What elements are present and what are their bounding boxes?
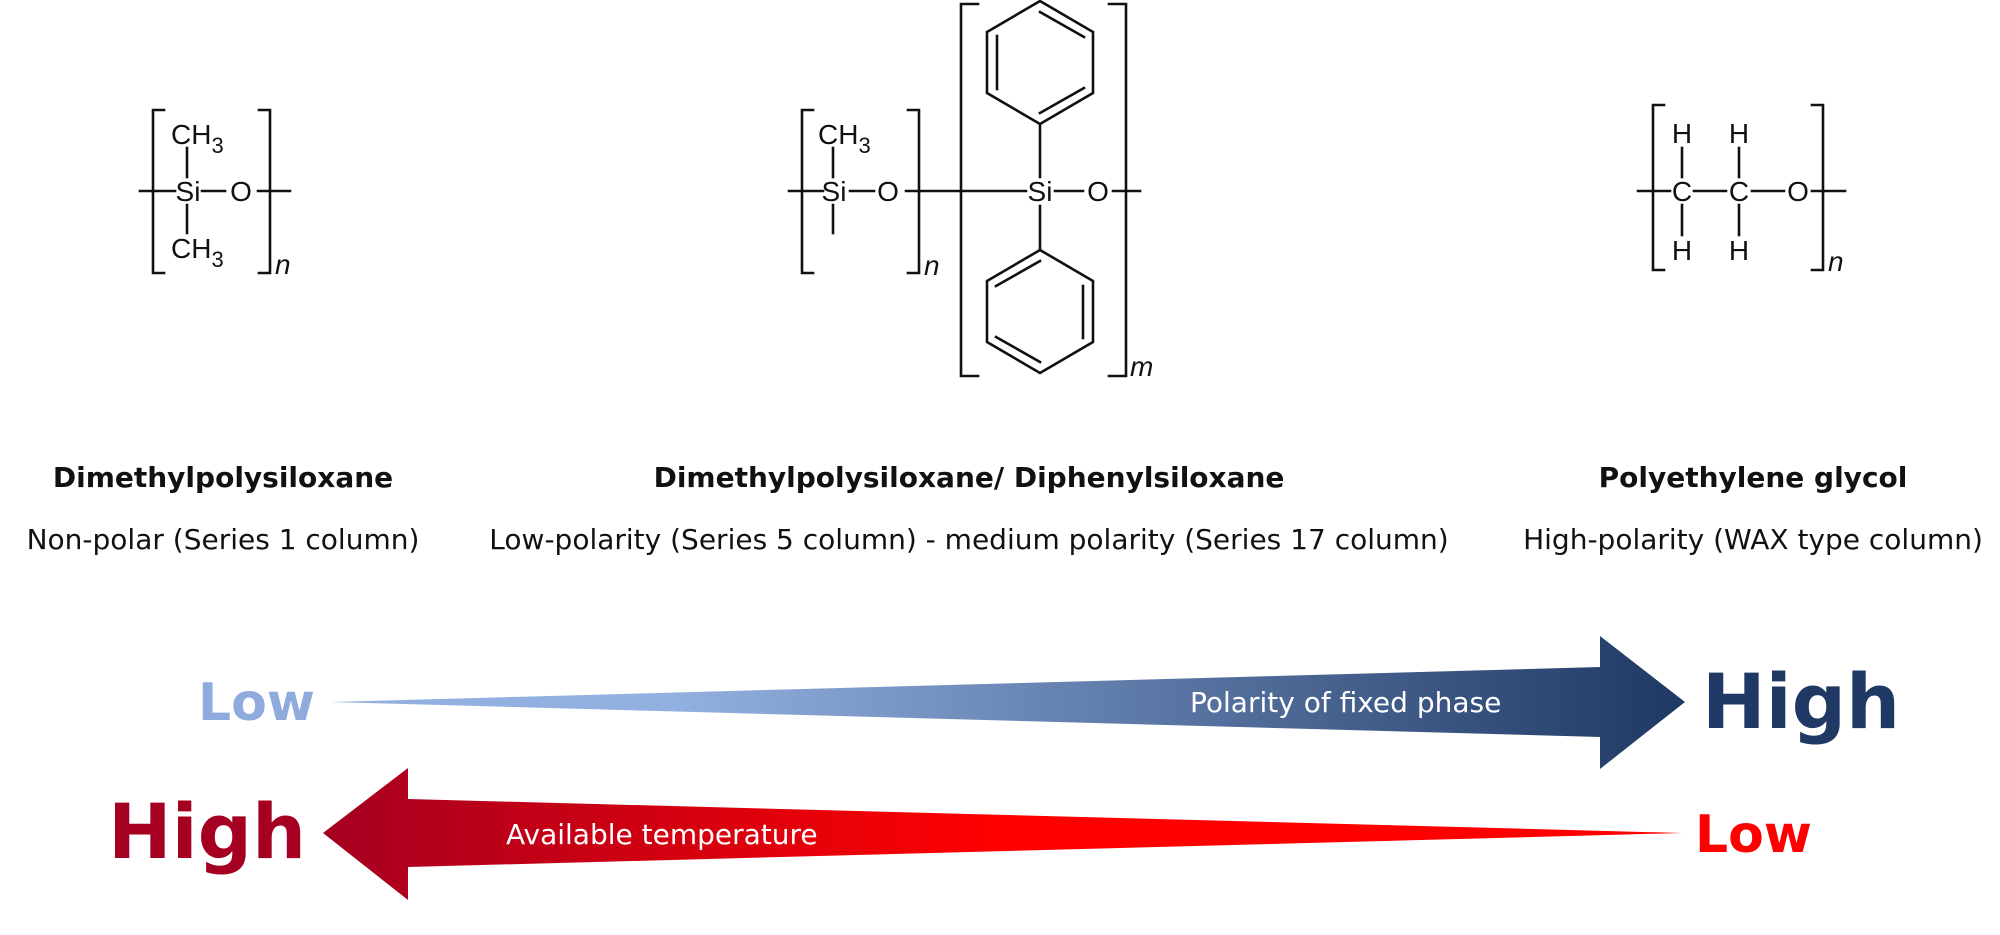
- silicon-atom: Si: [176, 176, 201, 207]
- compound-description-diphenylsiloxane: Low-polarity (Series 5 column) - medium …: [489, 523, 1449, 556]
- repeat-n: n: [1828, 246, 1844, 277]
- polarity-high-label: High: [1702, 657, 1900, 746]
- carbon-atom: C: [1672, 176, 1692, 207]
- double-bond: [994, 259, 1042, 288]
- double-bond: [1038, 10, 1086, 39]
- dimethylpolysiloxane-structure: CH3 Si O CH3 n: [138, 108, 292, 280]
- temperature-arrow-label: Available temperature: [506, 818, 818, 851]
- repeat-m: m: [1130, 351, 1153, 382]
- hydrogen-atom: H: [1729, 118, 1749, 149]
- compound-description-dimethylpolysiloxane: Non-polar (Series 1 column): [26, 523, 420, 556]
- double-bond: [994, 335, 1042, 364]
- double-bond: [1038, 86, 1086, 115]
- methyl-top: CH3: [818, 119, 871, 158]
- polyethylene-glycol-structure: H H C C O H H n: [1636, 103, 1847, 277]
- phenyl-ring-top: [985, 0, 1095, 126]
- compound-name-polyethylene-glycol: Polyethylene glycol: [1598, 461, 1908, 494]
- methyl-bottom: CH3: [171, 233, 224, 272]
- temperature-high-label: High: [108, 787, 306, 876]
- hydrogen-atom: H: [1672, 118, 1692, 149]
- hydrogen-atom: H: [1672, 235, 1692, 266]
- silicon-atom: Si: [822, 176, 847, 207]
- bracket-left-large: [959, 2, 980, 378]
- polarity-arrow-label: Polarity of fixed phase: [1190, 686, 1501, 719]
- silicon-atom-2: Si: [1028, 176, 1053, 207]
- compound-description-polyethylene-glycol: High-polarity (WAX type column): [1523, 523, 1983, 556]
- compound-name-diphenylsiloxane: Dimethylpolysiloxane/ Diphenylsiloxane: [653, 461, 1285, 494]
- polarity-low-label: Low: [198, 673, 315, 733]
- compound-name-dimethylpolysiloxane: Dimethylpolysiloxane: [52, 461, 394, 494]
- oxygen-atom: O: [1787, 176, 1809, 207]
- polarity-arrow: [330, 636, 1685, 769]
- diphenylsiloxane-structure: CH3 Si O n Si O m: [787, 0, 1153, 382]
- phenyl-ring-bottom: [985, 248, 1095, 375]
- methyl-top: CH3: [171, 119, 224, 158]
- bracket-right: [1810, 103, 1825, 272]
- oxygen-atom-2: O: [1087, 176, 1109, 207]
- temperature-low-label: Low: [1695, 805, 1812, 865]
- bracket-left: [1651, 103, 1666, 272]
- hydrogen-atom: H: [1729, 235, 1749, 266]
- repeat-n: n: [924, 250, 940, 281]
- oxygen-atom: O: [230, 176, 252, 207]
- temperature-arrow: [323, 768, 1682, 900]
- repeat-n: n: [275, 249, 291, 280]
- oxygen-atom: O: [877, 176, 899, 207]
- carbon-atom: C: [1729, 176, 1749, 207]
